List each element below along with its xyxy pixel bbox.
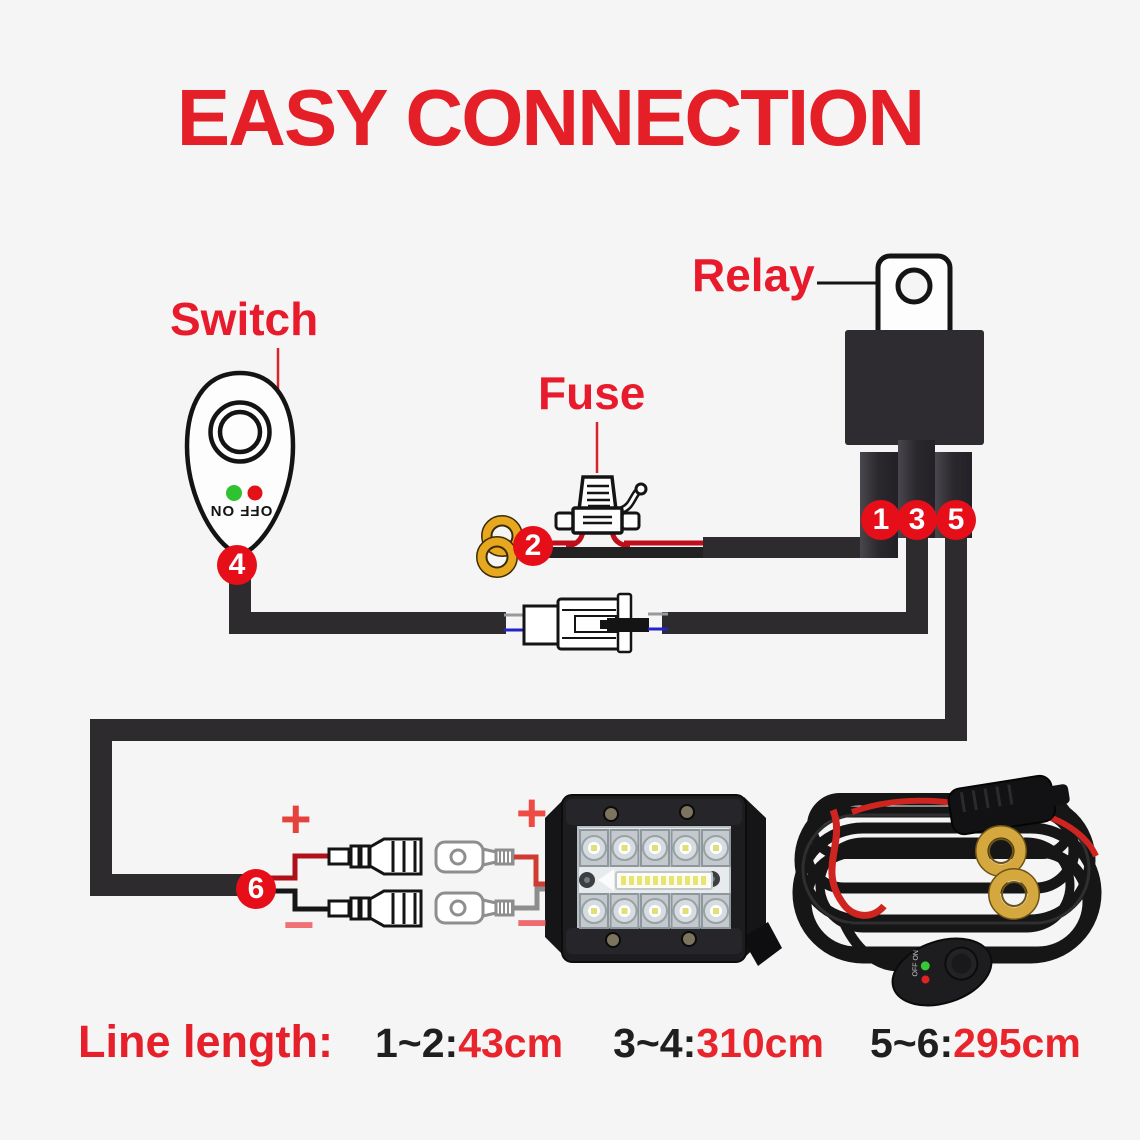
relay-device [845, 253, 984, 558]
plus-sign-right: + [516, 783, 548, 843]
harness-fuse-holder [947, 774, 1070, 836]
page-title: EASY CONNECTION [176, 73, 925, 162]
led-row-bottom [579, 893, 731, 929]
fuse-holder-icon [554, 475, 648, 535]
harness-switch-off-on: OFF ON [912, 950, 920, 977]
line-length-item-3: 5~6:295cm [870, 1020, 1081, 1067]
line-length-label: Line length: [78, 1016, 333, 1067]
line-length-range-2: 3~4: [613, 1020, 697, 1066]
minus-sign-right: − [516, 893, 548, 953]
male-spade-positive [434, 840, 515, 874]
line-length-value-3: 295cm [953, 1020, 1081, 1066]
line-length-value-2: 310cm [696, 1020, 824, 1066]
female-spade-negative [327, 889, 423, 928]
harness-coil [792, 793, 1102, 964]
badge-2: 2 [513, 526, 553, 566]
badge-3: 3 [897, 500, 937, 540]
line-length-range-3: 5~6: [869, 1020, 954, 1066]
female-spade-positive [327, 837, 423, 876]
relay-body [845, 330, 984, 445]
led-row-top [579, 829, 731, 867]
male-spade-negative [434, 891, 515, 925]
wire-fuse-to-relay-pin1 [703, 537, 891, 558]
switch-off-on-label: OFF ON [210, 502, 273, 519]
harness-remote-switch: OFF ON [891, 937, 993, 1007]
badge-1: 1 [861, 500, 901, 540]
wire-relay-pin5-to-lights [90, 508, 967, 896]
harness-photo: OFF ON [792, 774, 1102, 1007]
line-length-row: Line length: 1~2:43cm 3~4:310cm 5~6:295c… [78, 1016, 1081, 1068]
minus-sign-left: − [283, 895, 315, 955]
wire-switch-to-connector [229, 556, 506, 634]
harness-ring-terminals [975, 825, 1040, 920]
switch-indicator-red [247, 485, 263, 501]
badge-5: 5 [936, 500, 976, 540]
inline-connector-icon [504, 592, 668, 654]
relay-label: Relay [692, 249, 815, 301]
badge-6: 6 [236, 869, 276, 909]
harness-red-wire [828, 808, 887, 919]
led-middle-strip [579, 869, 720, 891]
badge-4: 4 [217, 545, 257, 585]
line-length-range-1: 1~2: [374, 1020, 459, 1066]
positive-lead-wire [268, 853, 331, 881]
relay-tab-hole [895, 267, 933, 305]
line-length-item-1: 1~2:43cm [375, 1020, 563, 1067]
wire-connector-to-relay-pin3 [662, 508, 928, 634]
fuse-black-wire [548, 547, 710, 558]
harness-switch-cable [840, 922, 901, 972]
switch-device: OFF ON [184, 370, 296, 556]
fuse-label: Fuse [538, 367, 646, 419]
plus-sign-left: + [280, 789, 312, 849]
switch-label: Switch [170, 293, 319, 345]
led-light-bar [545, 794, 782, 966]
line-length-item-2: 3~4:310cm [613, 1020, 824, 1067]
switch-indicator-green [226, 485, 242, 501]
line-length-value-1: 43cm [458, 1020, 564, 1066]
negative-lead-wire [268, 888, 331, 912]
